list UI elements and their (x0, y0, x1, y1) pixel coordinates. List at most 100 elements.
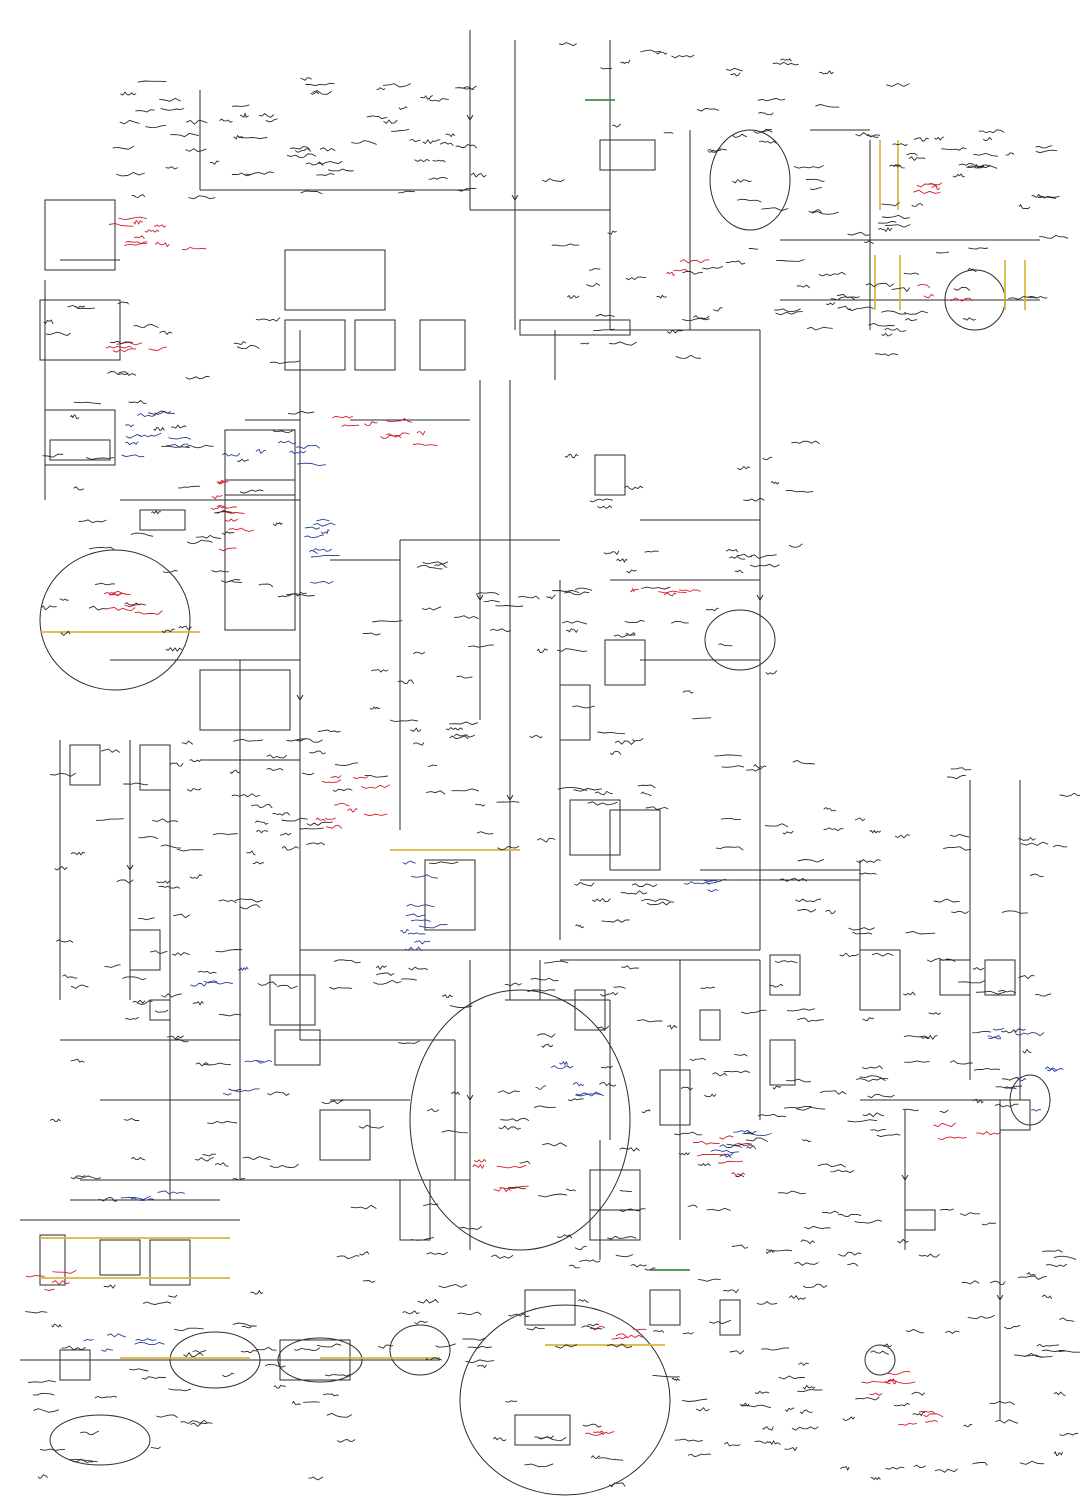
membrane-highlights (40, 99, 1026, 1359)
handwritten-note (407, 932, 426, 935)
handwritten-note (941, 147, 967, 151)
handwritten-note (508, 1186, 526, 1190)
handwritten-note (73, 401, 102, 405)
handwritten-note (534, 1435, 555, 1440)
handwritten-note (265, 118, 278, 123)
handwritten-note (757, 97, 786, 102)
handwritten-note (497, 845, 520, 851)
handwritten-note (542, 178, 565, 183)
handwritten-note (422, 561, 449, 565)
handwritten-note (125, 434, 142, 439)
handwritten-note (109, 340, 133, 345)
handwritten-note (416, 564, 443, 570)
handwritten-note (181, 740, 194, 745)
handwritten-note (439, 142, 454, 147)
handwritten-note (856, 858, 881, 864)
handwritten-note (600, 991, 619, 997)
handwritten-note (123, 782, 149, 786)
handwritten-note (626, 569, 637, 574)
handwritten-note (158, 885, 181, 889)
handwritten-note (683, 881, 710, 885)
compound-box (719, 1299, 741, 1336)
handwritten-note (796, 284, 811, 289)
handwritten-note (606, 1343, 633, 1349)
handwritten-note (687, 1453, 712, 1458)
handwritten-note (210, 505, 227, 510)
compound-box (139, 744, 171, 791)
handwritten-note (131, 193, 146, 198)
handwritten-note (542, 1142, 567, 1147)
handwritten-note (878, 226, 893, 233)
handwritten-note (238, 136, 268, 139)
handwritten-note (793, 164, 824, 169)
handwritten-note (214, 510, 235, 514)
handwritten-note (124, 243, 147, 246)
handwritten-note (236, 344, 260, 350)
handwritten-note (1035, 149, 1058, 154)
handwritten-note (458, 85, 477, 90)
handwritten-note (441, 994, 453, 999)
handwritten-note (209, 160, 220, 165)
handwritten-note (103, 1284, 116, 1289)
handwritten-note (273, 1384, 286, 1389)
handwritten-note (233, 134, 244, 140)
handwritten-note (73, 486, 85, 491)
handwritten-note (80, 1430, 100, 1435)
handwritten-note (426, 1108, 440, 1112)
handwritten-note (304, 534, 324, 539)
handwritten-note (906, 153, 918, 156)
handwritten-note (788, 543, 803, 548)
handwritten-note (258, 113, 275, 118)
handwritten-note (398, 1040, 420, 1044)
handwritten-note (975, 990, 1006, 995)
handwritten-note (950, 767, 972, 771)
handwritten-note (777, 1190, 806, 1195)
compound-box (649, 1289, 681, 1326)
handwritten-note (207, 1120, 238, 1125)
handwritten-note (233, 341, 247, 346)
handwritten-note (116, 172, 145, 177)
handwritten-note (527, 989, 556, 993)
handwritten-note (289, 450, 307, 455)
compound-box (129, 929, 161, 971)
handwritten-note (573, 787, 602, 792)
handwritten-note (949, 833, 970, 838)
handwritten-note (318, 160, 343, 165)
handwritten-note (325, 824, 343, 829)
handwritten-note (475, 803, 486, 807)
handwritten-note (903, 1035, 930, 1039)
handwritten-note (117, 301, 130, 305)
handwritten-note (697, 1278, 721, 1282)
handwritten-note (1059, 792, 1080, 797)
handwritten-note (380, 434, 402, 439)
compound-box (514, 1414, 571, 1446)
handwritten-note (609, 341, 637, 346)
cycle-loop (49, 1414, 151, 1466)
handwritten-note (741, 1404, 772, 1409)
handwritten-note (774, 960, 798, 964)
handwritten-note (1024, 1354, 1053, 1358)
handwritten-note (630, 587, 639, 593)
handwritten-note (785, 489, 814, 493)
handwritten-note (192, 1349, 207, 1353)
handwritten-note (749, 563, 780, 568)
handwritten-note (112, 145, 135, 150)
handwritten-note (425, 1357, 443, 1361)
handwritten-note (619, 1147, 640, 1152)
handwritten-note (682, 271, 703, 275)
handwritten-note (277, 984, 298, 990)
handwritten-note (414, 1320, 428, 1325)
handwritten-note (630, 1263, 647, 1268)
handwritten-note (161, 628, 175, 634)
handwritten-note (239, 489, 264, 494)
handwritten-note (171, 424, 187, 429)
handwritten-note (358, 1124, 384, 1129)
handwritten-note (313, 548, 332, 552)
handwritten-note (961, 1280, 980, 1285)
cycle-loop (409, 989, 631, 1251)
handwritten-note (692, 717, 712, 720)
handwritten-note (148, 410, 175, 415)
handwritten-note (786, 1078, 812, 1083)
handwritten-note (574, 587, 593, 591)
handwritten-note (137, 80, 167, 83)
